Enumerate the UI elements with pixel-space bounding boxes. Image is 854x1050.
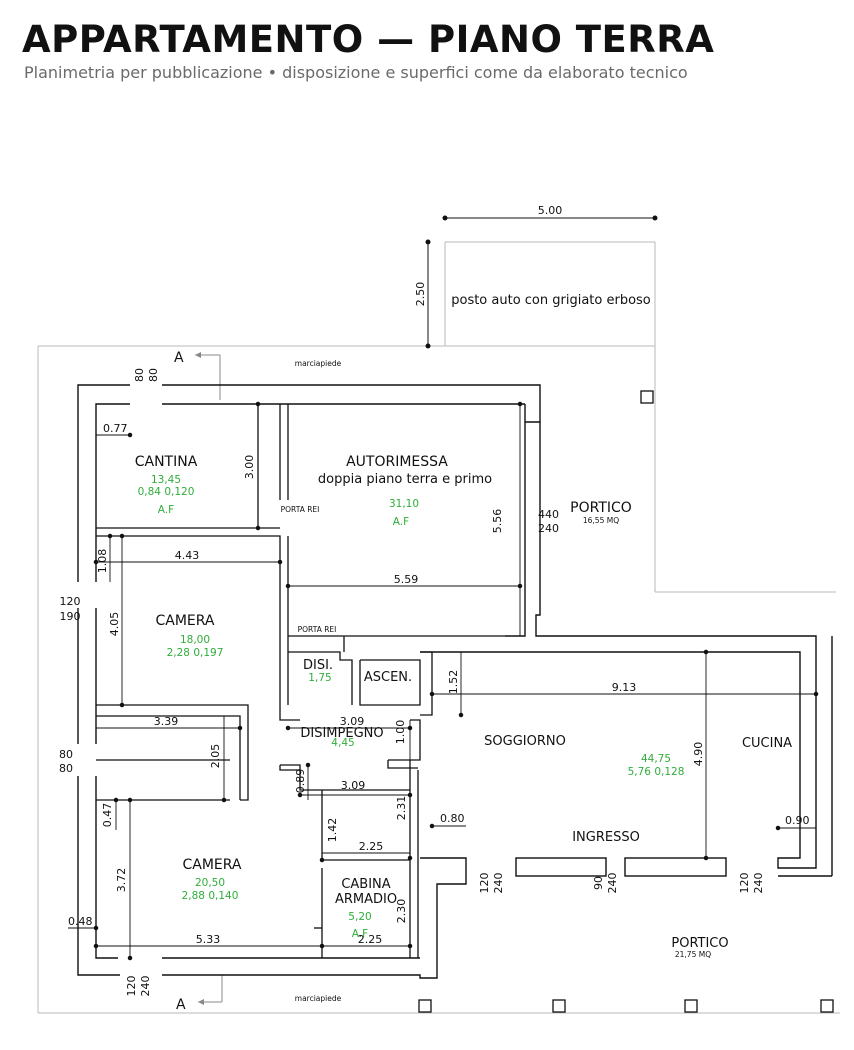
svg-text:1.42: 1.42 [326,818,339,843]
room-ascen-name: ASCEN. [364,670,412,685]
svg-text:4.43: 4.43 [175,549,200,562]
room-camera-1-area: 18,00 [180,634,210,646]
room-portico-bottom-name: PORTICO [671,936,728,951]
svg-text:120: 120 [60,595,81,608]
svg-text:240: 240 [538,522,559,535]
svg-text:3.72: 3.72 [115,868,128,893]
svg-text:2.30: 2.30 [395,899,408,924]
dimension-labels: 80 80 0.77 3.00 5.56 440 240 1.08 4.43 5… [59,368,810,997]
svg-text:1.00: 1.00 [394,720,407,745]
svg-text:4.90: 4.90 [692,742,705,767]
svg-text:4.05: 4.05 [108,612,121,637]
svg-text:3.09: 3.09 [341,779,366,792]
room-camera-2-area: 20,50 [195,877,225,889]
svg-text:0.90: 0.90 [785,814,810,827]
room-disimpegno-area: 4,45 [331,737,354,749]
room-camera-1-name: CAMERA [155,613,214,629]
room-autorimessa-sub: doppia piano terra e primo [318,472,492,487]
porta-rei-1-label: PORTA REI [281,505,320,514]
room-cucina-name: CUCINA [742,736,792,751]
room-camera-2-ratio: 2,88 0,140 [182,890,239,902]
porta-rei-2-label: PORTA REI [298,625,337,634]
page-subtitle: Planimetria per pubblicazione • disposiz… [24,63,688,82]
room-portico-top-area: 16,55 MQ [583,516,619,525]
room-soggiorno-ratio: 5,76 0,128 [628,766,685,778]
room-disi-name: DISI. [303,658,333,673]
parking-width-label: 5.00 [538,204,563,217]
svg-text:240: 240 [139,976,152,997]
dimension-lines [68,401,819,961]
room-cabina-name-1: CABINA [341,877,390,892]
svg-text:120: 120 [738,873,751,894]
svg-text:A: A [174,350,184,366]
svg-text:9.13: 9.13 [612,681,637,694]
svg-text:0.80: 0.80 [440,812,465,825]
room-portico-bottom-area: 21,75 MQ [675,950,711,959]
room-portico-top-name: PORTICO [570,500,632,516]
site-outline [37,241,840,1014]
room-autorimessa-name: AUTORIMESSA [346,454,448,470]
svg-text:5.56: 5.56 [491,509,504,534]
room-ingresso-name: INGRESSO [572,830,640,845]
section-marker-top: A [174,350,221,400]
room-cantina-af: A.F [158,504,174,516]
svg-text:80: 80 [59,748,73,761]
room-camera-1-ratio: 2,28 0,197 [167,647,224,659]
room-soggiorno-area: 44,75 [641,753,671,765]
svg-text:90: 90 [592,876,605,890]
svg-text:3.00: 3.00 [243,455,256,480]
svg-text:240: 240 [492,873,505,894]
svg-text:0.89: 0.89 [294,769,307,794]
room-cabina-area: 5,20 [348,911,371,923]
svg-text:3.09: 3.09 [340,715,365,728]
svg-text:2.05: 2.05 [209,744,222,769]
svg-text:80: 80 [147,368,160,382]
svg-text:120: 120 [125,976,138,997]
svg-text:1.52: 1.52 [447,670,460,695]
svg-text:2.25: 2.25 [359,840,384,853]
svg-text:80: 80 [133,368,146,382]
svg-text:0.48: 0.48 [68,915,93,928]
room-cantina-ratio: 0,84 0,120 [138,486,195,498]
svg-text:2.25: 2.25 [358,933,383,946]
svg-text:0.77: 0.77 [103,422,128,435]
svg-text:5.59: 5.59 [394,573,419,586]
marciapiede-top-label: marciapiede [295,359,342,368]
room-cabina-name-2: ARMADIO [335,892,397,907]
section-marker-bottom: A [176,975,223,1013]
svg-text:A: A [176,997,186,1013]
marciapiede-bottom-label: marciapiede [295,994,342,1003]
columns [418,390,834,1013]
room-camera-2-name: CAMERA [182,857,241,873]
exterior-walls [77,384,833,979]
svg-text:240: 240 [606,873,619,894]
room-autorimessa-af: A.F [393,516,409,528]
svg-text:3.39: 3.39 [154,715,179,728]
svg-text:5.33: 5.33 [196,933,221,946]
room-disi-area: 1,75 [308,672,331,684]
svg-text:80: 80 [59,762,73,775]
room-cabina-af: A.F [352,928,368,940]
room-soggiorno-name: SOGGIORNO [484,734,566,749]
svg-text:120: 120 [478,873,491,894]
svg-text:0.47: 0.47 [101,803,114,828]
svg-text:1.08: 1.08 [96,549,109,574]
room-cantina-name: CANTINA [135,454,198,470]
svg-text:190: 190 [60,610,81,623]
room-disimpegno-name: DISIMPEGNO [300,726,383,741]
parking-dimensions [425,215,658,349]
room-autorimessa-area: 31,10 [389,498,419,510]
parking-depth-label: 2.50 [414,282,427,307]
room-cantina-area: 13,45 [151,474,181,486]
parking-label: posto auto con grigiato erboso [451,293,651,308]
svg-text:240: 240 [752,873,765,894]
svg-text:2.31: 2.31 [395,796,408,821]
svg-text:440: 440 [538,508,559,521]
page-title: APPARTAMENTO — PIANO TERRA [22,18,715,61]
